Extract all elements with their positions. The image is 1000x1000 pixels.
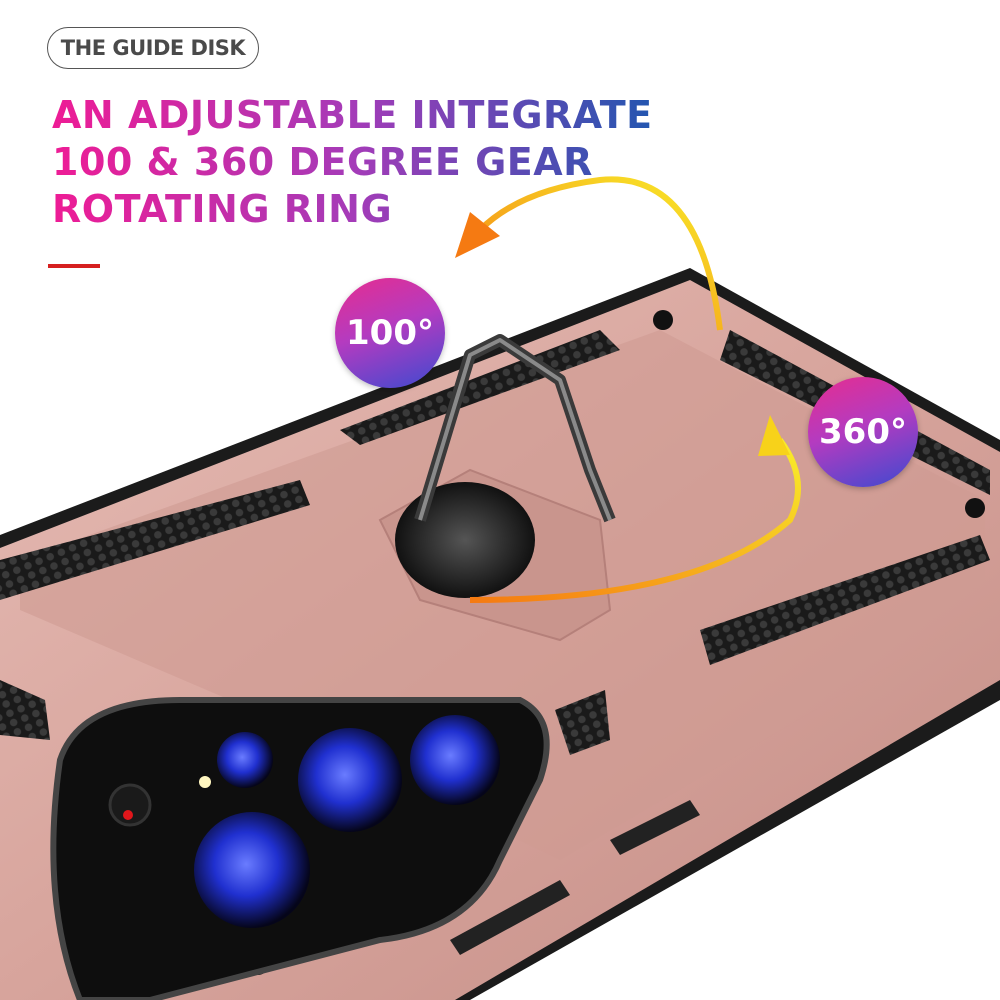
flash — [199, 776, 211, 788]
arrow-head-icon — [758, 415, 790, 456]
arrow-head-icon — [455, 212, 500, 258]
guide-disk-tag: THE GUIDE DISK — [47, 27, 259, 69]
badge-100-degree: 100° — [335, 278, 445, 388]
headline-line: AN ADJUSTABLE INTEGRATED — [52, 93, 685, 137]
side-button — [450, 880, 570, 955]
badge-360-degree: 360° — [808, 377, 918, 487]
grip-strip — [555, 690, 610, 755]
rotation-arrows — [455, 176, 801, 603]
side-button — [610, 800, 700, 855]
camera-lens — [298, 728, 402, 832]
grip-strip — [0, 680, 50, 740]
headline: AN ADJUSTABLE INTEGRATED 100 & 360 DEGRE… — [52, 92, 652, 233]
accent-bar — [48, 264, 100, 268]
screw — [965, 498, 985, 518]
headline-line: ROTATING RING — [52, 187, 393, 231]
screw — [653, 310, 673, 330]
grip-strip — [0, 480, 310, 600]
rotating-disc — [395, 482, 535, 598]
camera-lens — [217, 732, 273, 788]
camera-lens — [194, 812, 310, 928]
grip-strip — [700, 535, 990, 665]
grip-strip — [340, 330, 620, 445]
camera-lens — [410, 715, 500, 805]
headline-line: 100 & 360 DEGREE GEAR — [52, 140, 593, 184]
camera-module — [50, 696, 550, 1000]
